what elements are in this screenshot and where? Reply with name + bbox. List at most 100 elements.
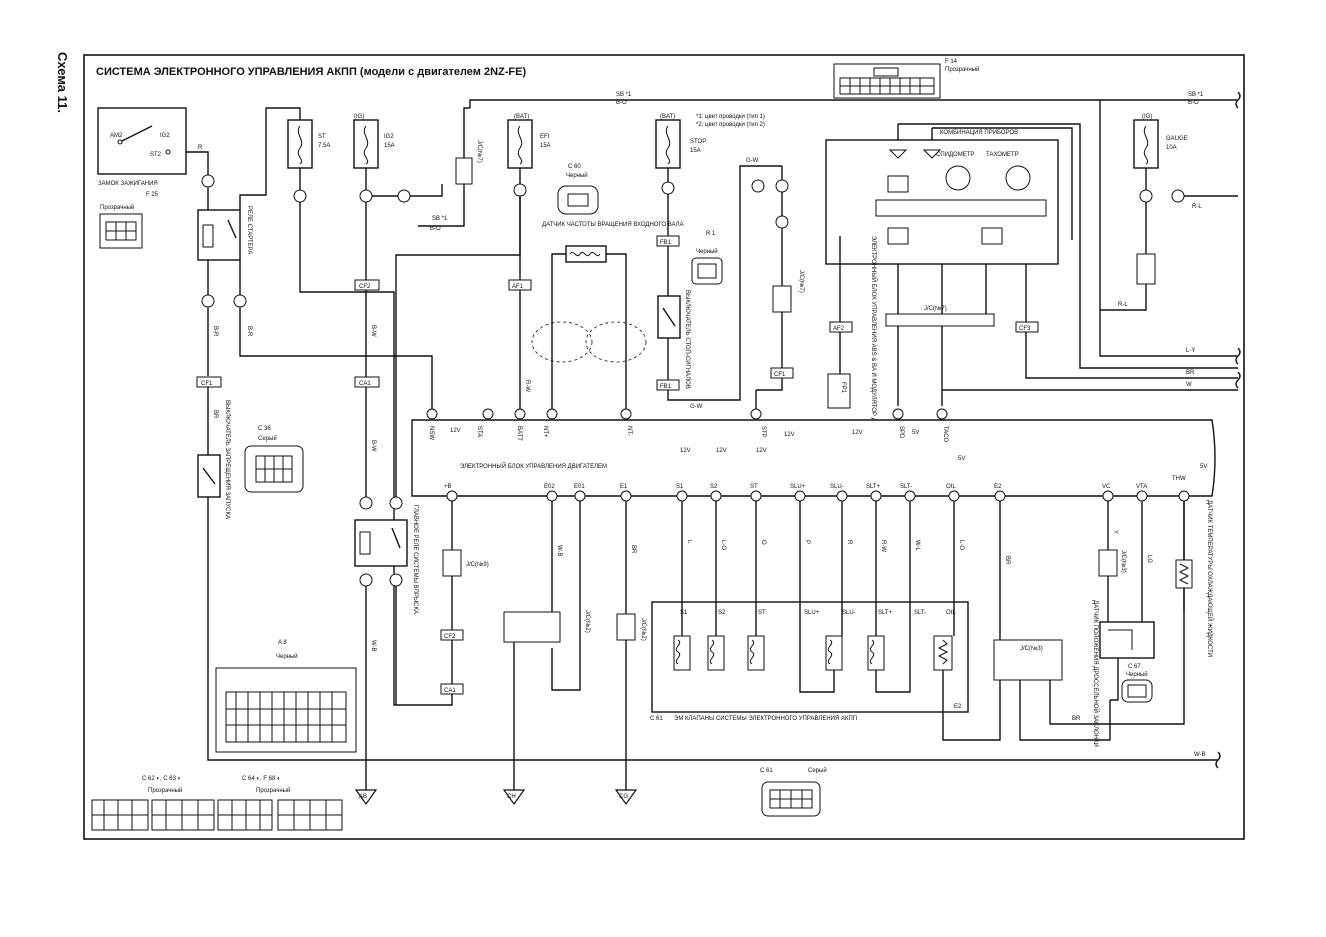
ecu-bot-thw: THW: [1172, 476, 1186, 482]
ground-ch: [502, 789, 526, 806]
voltage-6: 12V: [756, 448, 767, 454]
ignition-ig2: IG2: [160, 133, 170, 139]
wire-br-e1: BR: [630, 545, 636, 554]
fuse-gauge-name: GAUGE: [1166, 136, 1188, 142]
speedometer-icon: [945, 165, 971, 191]
voltage-5v-3: 5V: [1200, 464, 1207, 470]
solenoid-block: C 61 ЭМ КЛАПАНЫ СИСТЕМЫ ЭЛЕКТРОННОГО УПР…: [650, 601, 969, 722]
fuse-stop-rating: 15A: [690, 148, 701, 154]
ecu-bot-e02: E02: [544, 484, 555, 490]
connector-transparent-1: Прозрачный: [148, 787, 182, 794]
junction-fp1-label: FP1: [840, 382, 846, 394]
connector-c60: C 60 Черный: [557, 164, 599, 215]
bottom-connectors: [91, 799, 343, 831]
junction-ca1-top-label: CA1: [359, 381, 371, 387]
connector-c61: C 61 Серый: [760, 767, 827, 817]
ecu-pin-nsw: [426, 408, 438, 420]
tachometer-label: ТАХОМЕТР: [986, 152, 1019, 158]
connector-bottom-left-codes: C 62 ◐, C 63 ◐: [142, 776, 182, 782]
ecu-pin-sta: [482, 408, 494, 420]
junction-cf1-left: [196, 376, 222, 388]
fuse-st-rating: 7.5A: [318, 143, 330, 149]
connector-c61-color: Серый: [808, 767, 827, 774]
ecu-pin-taco: [936, 408, 948, 420]
ecu-pin-nt-plus: [546, 408, 558, 420]
ecu-bot-slu-minus: SLU-: [830, 484, 844, 490]
wire-b-r-2: B-R: [246, 326, 252, 337]
ecu-top-batt: BATT: [516, 426, 522, 441]
ecu-bot-slt-plus: SLT+: [866, 484, 881, 490]
voltage-4: 12V: [680, 448, 691, 454]
jc-no3: [993, 639, 1063, 681]
connector-c67-code: C 67: [1128, 664, 1141, 670]
pin-ign-3: [201, 174, 215, 188]
fuse-gauge-rating: 10A: [1166, 145, 1177, 151]
wire-w-b-bottom: W-B: [1194, 752, 1206, 758]
pin-relay-b: [233, 294, 247, 308]
junction-cf3: [1015, 321, 1039, 333]
fuse-ig2-rating: 15A: [384, 143, 395, 149]
wire-r-w-efi: R-W: [524, 380, 530, 392]
ecu-bot-oil: OIL: [946, 484, 956, 490]
wire-br-left: BR: [212, 410, 218, 419]
connector-c67: C 67 Черный: [1121, 664, 1153, 703]
wire-w-b-relay: W-B: [370, 640, 376, 652]
fuse-st-name: ST: [318, 134, 326, 140]
connector-c36-color: Серый: [258, 435, 277, 442]
cluster-label: КОМБИНАЦИЯ ПРИБОРОВ: [940, 130, 1018, 136]
pin-ig2-f: [397, 189, 411, 203]
stop-switch-label: ВЫКЛЮЧАТЕЛЬ СТОП-СИГНАЛОВ: [684, 290, 690, 389]
wire-p: W-L: [914, 540, 920, 552]
junction-fb1-top-label: FB1: [660, 240, 672, 246]
connector-transparent-2: Прозрачный: [256, 787, 290, 794]
voltage-5v-2: 5V: [958, 456, 965, 462]
connector-c36: C 36 Серый: [244, 426, 304, 493]
ecu-pin-batt: [514, 408, 526, 420]
sb-mark-2: SB *1: [1188, 92, 1204, 98]
wire-b-o-right: B-O: [1188, 100, 1199, 106]
fuse-ig2: (IG) IG2 15A: [353, 114, 395, 169]
park-neutral-switch: ВЫКЛЮЧАТЕЛЬ ЗАПРЕЩЕНИЯ ЗАПУСКА: [197, 400, 230, 519]
jc-no7-gauge: [1136, 253, 1156, 285]
speed-sensor-label: ДАТЧИК ЧАСТОТЫ ВРАЩЕНИЯ ВХОДНОГО ВАЛА: [542, 222, 684, 228]
wire-b-w-2: B-W: [370, 440, 376, 452]
junction-cf3-label: CF3: [1019, 326, 1031, 332]
wire-note-1: *1: цвет проводки (тип 1): [696, 114, 765, 120]
jc-no2-a: [503, 611, 561, 643]
source-ig: (IG): [354, 114, 364, 120]
sol-slt-plus: SLT+: [878, 610, 893, 616]
park-neutral-label: ВЫКЛЮЧАТЕЛЬ ЗАПРЕЩЕНИЯ ЗАПУСКА: [224, 400, 230, 519]
wire-r-l-1: R-L: [1192, 204, 1202, 210]
wire-g-w-2: G-W: [690, 404, 703, 410]
fuse-gauge: (IG) GAUGE 10A: [1133, 114, 1188, 169]
connector-r1-color: Черный: [696, 248, 718, 255]
sol-s2: S2: [718, 610, 726, 616]
diagram-title: СИСТЕМА ЭЛЕКТРОННОГО УПРАВЛЕНИЯ АКПП (мо…: [96, 66, 526, 78]
solenoid-wires: [681, 501, 1001, 741]
ignition-color: Прозрачный: [100, 204, 134, 211]
side-title-text: Схема 11.: [55, 52, 70, 113]
connector-c60-code: C 60: [568, 164, 581, 170]
ground-cg-label: CG: [619, 794, 628, 800]
jc-no9-label: J/C(№9): [466, 561, 489, 568]
main-relay: ГЛАВНОЕ РЕЛЕ СИСТЕМЫ ВПРЫСКА: [354, 505, 418, 614]
jc-no9: [442, 549, 462, 577]
junction-cf1-mid-label: CF1: [774, 372, 786, 378]
junction-ca1-bottom-label: CA1: [444, 688, 456, 694]
wire-r: R: [846, 540, 852, 545]
ecu-bot-b: +B: [444, 484, 452, 490]
wire-r-y: L: [686, 540, 692, 544]
wire-l-y: L-Y: [1186, 348, 1195, 354]
junction-cf2-top: [354, 279, 380, 291]
connector-a8: A 8 Черный: [215, 640, 357, 753]
pin-ig2-10: [359, 189, 373, 203]
voltage-5: 12V: [716, 448, 727, 454]
ecu-top-stp: STP: [760, 426, 766, 438]
ecu-label: ЭЛЕКТРОННЫЙ БЛОК УПРАВЛЕНИЯ ДВИГАТЕЛЕМ: [460, 462, 607, 470]
top-bus-wire: [469, 99, 1238, 108]
connector-r1: R 1 Черный: [691, 231, 723, 285]
source-bat1: (BAT): [514, 114, 529, 120]
page-side-title: Схема 11.: [40, 48, 80, 168]
fuse-stop-name: STOP: [690, 139, 706, 145]
ecu-pin-stp: [750, 408, 762, 420]
